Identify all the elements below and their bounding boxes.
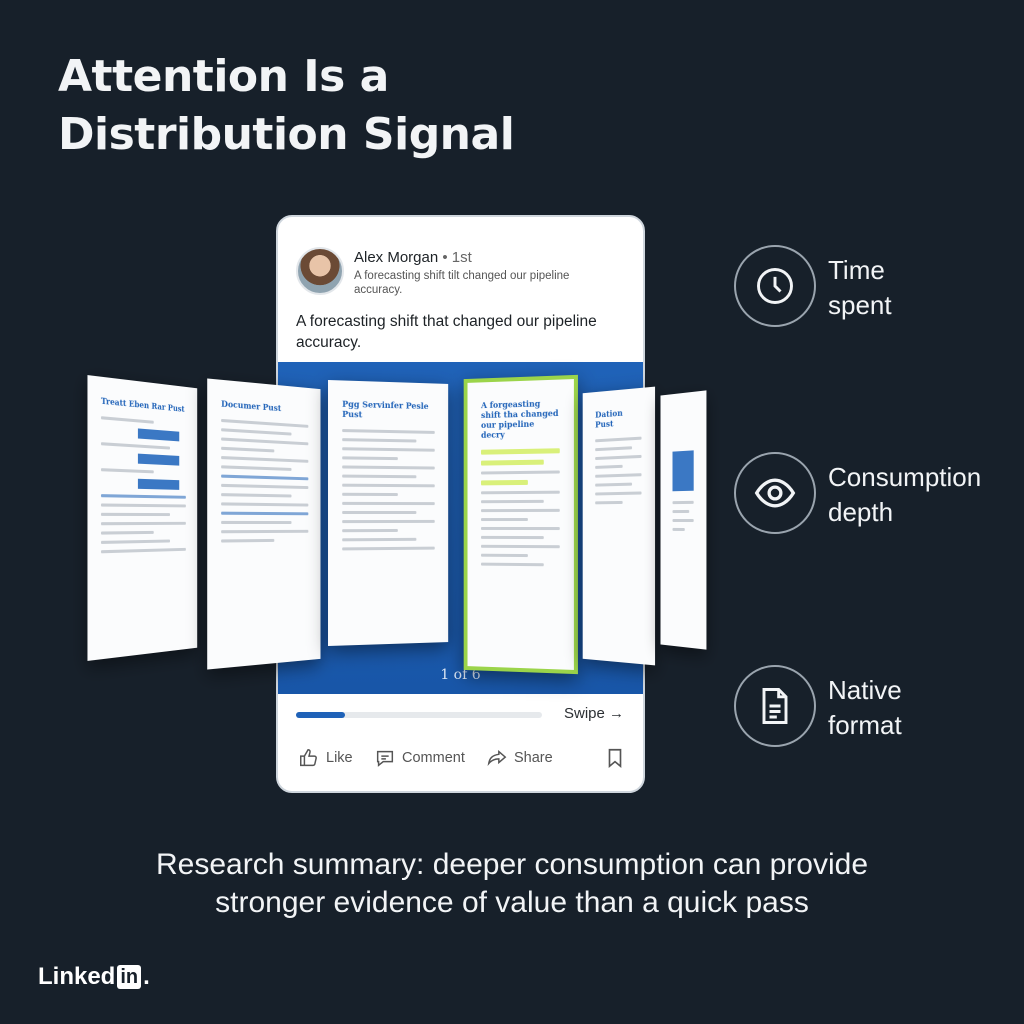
feature-icon-circle [734, 245, 816, 327]
feature-icon-circle [734, 452, 816, 534]
post-actions: Like Comment Share [298, 747, 628, 773]
like-button[interactable]: Like [298, 747, 353, 769]
author-headline: A forecasting shift tilt changed our pip… [354, 270, 570, 296]
feature-time-spent: Time spent [734, 245, 1014, 329]
linkedin-logo: Linked in . [38, 963, 150, 991]
clock-icon [757, 268, 793, 304]
share-button[interactable]: Share [486, 747, 553, 769]
document-page-2-title: Documer Pust [221, 398, 282, 414]
connection-degree: • 1st [442, 249, 472, 266]
headline: Attention Is a Distribution Signal [58, 48, 515, 164]
author-line: Alex Morgan • 1st [354, 249, 472, 266]
document-page-3: Pgg Servinfer Pesle Pust [328, 379, 449, 647]
like-label: Like [326, 750, 353, 766]
summary-line-2: stronger evidence of value than a quick … [215, 886, 809, 919]
feature-label: Consumption depth [828, 462, 982, 527]
summary-line-1: Research summary: deeper consumption can… [155, 848, 869, 881]
document-page-4-title: A forgeasting shift tha changed our pipe… [480, 398, 559, 440]
feature-native-format: Native format [734, 665, 1014, 749]
thumbs-up-icon [300, 749, 317, 767]
feature-label: Time spent [828, 255, 892, 320]
carousel-progress-fill [296, 712, 346, 718]
headline-line-2: Distribution Signal [58, 109, 515, 160]
document-icon [762, 688, 788, 724]
page-indicator: 1 of 6 [440, 667, 481, 683]
comment-label: Comment [402, 750, 465, 766]
document-page-1: Treatt Eben Rar Pust [87, 375, 198, 661]
document-page-1-title: Treatt Eben Rar Pust [100, 395, 185, 414]
document-page-5: Dation Pust [582, 386, 656, 666]
headline-line-1: Attention Is a [58, 51, 389, 102]
save-button[interactable] [604, 747, 626, 769]
share-arrow-icon [487, 749, 507, 766]
logo-wordmark: Linked [38, 963, 116, 990]
document-page-4-highlighted: A forgeasting shift tha changed our pipe… [463, 374, 578, 675]
author-avatar[interactable] [296, 247, 344, 295]
bookmark-icon [608, 748, 622, 769]
author-name[interactable]: Alex Morgan [354, 249, 439, 266]
document-page-3-title: Pgg Servinfer Pesle Pust [342, 398, 429, 420]
feature-consumption-depth: Consumption depth [734, 452, 1014, 536]
feature-label: Native format [828, 675, 902, 740]
document-page-2: Documer Pust [207, 378, 321, 670]
eye-icon [754, 478, 796, 508]
carousel-progress-track[interactable] [296, 712, 542, 718]
share-label: Share [514, 750, 553, 766]
swipe-button[interactable]: Swipe → [564, 705, 625, 722]
post-text: A forecasting shift that changed our pip… [296, 313, 597, 351]
logo-in-badge: in [117, 965, 142, 989]
comment-button[interactable]: Comment [374, 747, 465, 769]
comment-icon [376, 750, 394, 767]
document-page-5-title: Dation Pust [595, 407, 623, 430]
feature-icon-circle [734, 665, 816, 747]
research-summary: Research summary: deeper consumption can… [0, 846, 1024, 922]
document-page-6 [660, 390, 707, 650]
logo-dot: . [143, 963, 150, 990]
